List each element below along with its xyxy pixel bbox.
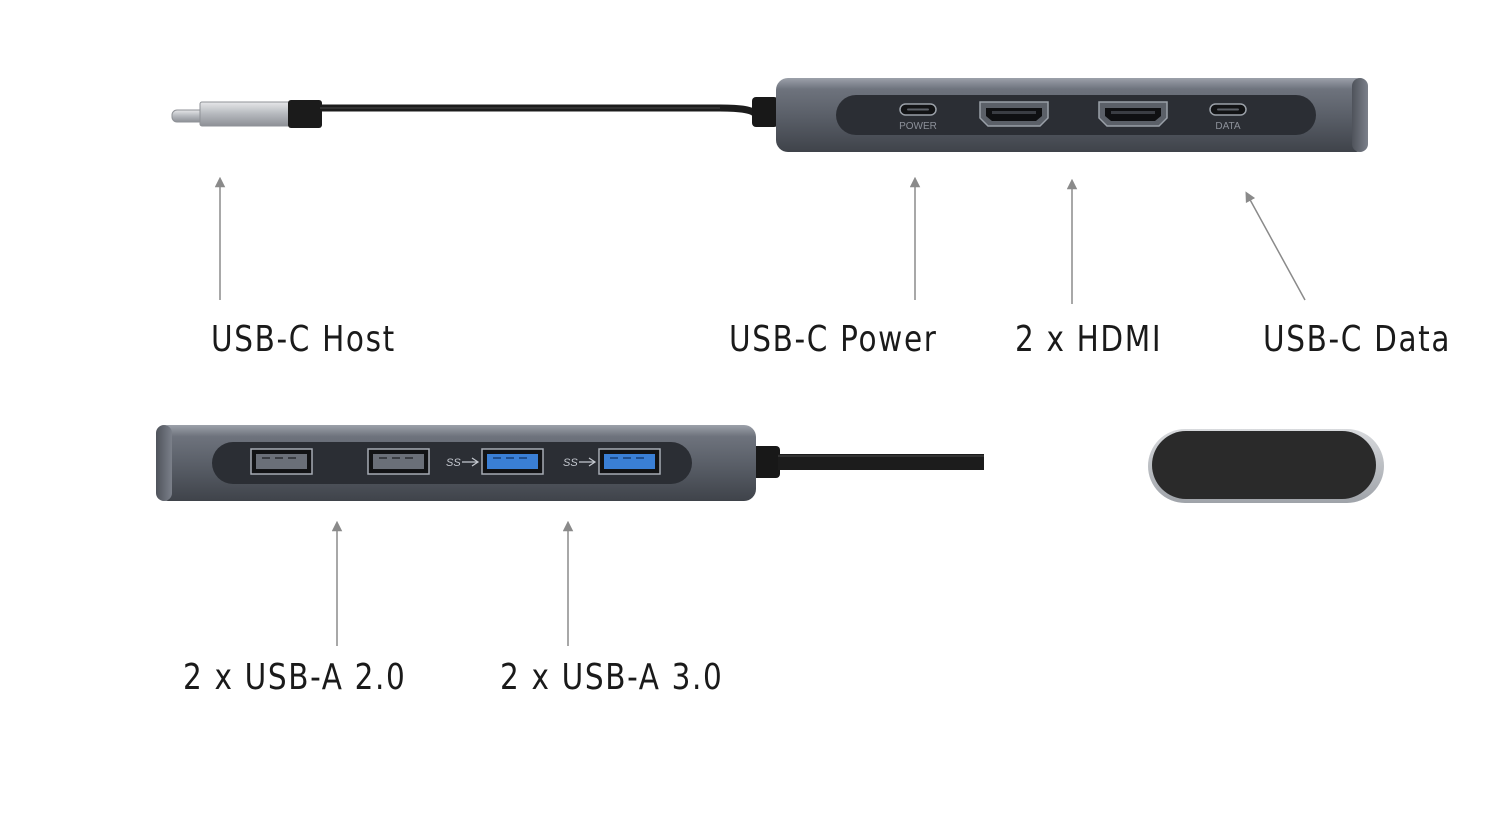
usb-a-3-port-1 bbox=[481, 448, 544, 475]
label-usb-c-power: USB-C Power bbox=[729, 319, 938, 360]
top-hub: POWER DATA bbox=[171, 78, 1368, 152]
usb-a-2-port-1 bbox=[250, 448, 313, 475]
top-strain-relief bbox=[752, 97, 778, 127]
usb-c-host-plug bbox=[171, 100, 322, 128]
hdmi-port-2 bbox=[1098, 101, 1168, 127]
arrow-usb-c-data bbox=[1245, 191, 1306, 301]
superspeed-icon-2: SS bbox=[563, 457, 597, 469]
hub-end-view bbox=[1148, 429, 1384, 503]
bottom-strain-relief bbox=[752, 446, 780, 478]
top-port-panel bbox=[836, 95, 1316, 135]
bottom-hub: SS SS bbox=[156, 425, 984, 501]
usb-c-power-port: POWER bbox=[899, 103, 937, 132]
svg-text:SS: SS bbox=[563, 457, 578, 469]
usb-a-2-port-2 bbox=[367, 448, 430, 475]
label-usb-a-2: 2 x USB-A 2.0 bbox=[183, 657, 407, 698]
svg-text:SS: SS bbox=[446, 457, 461, 469]
data-port-label: DATA bbox=[1215, 121, 1241, 132]
label-usb-c-host: USB-C Host bbox=[211, 319, 396, 360]
usb-c-data-port: DATA bbox=[1209, 103, 1247, 132]
label-usb-c-data: USB-C Data bbox=[1263, 319, 1452, 360]
bottom-port-panel bbox=[212, 442, 692, 484]
power-port-label: POWER bbox=[899, 121, 937, 132]
label-hdmi: 2 x HDMI bbox=[1015, 319, 1163, 360]
top-cable bbox=[320, 104, 759, 117]
label-usb-a-3: 2 x USB-A 3.0 bbox=[500, 657, 724, 698]
usb-a-3-port-2 bbox=[598, 448, 661, 475]
superspeed-icon-1: SS bbox=[446, 457, 480, 469]
hdmi-port-1 bbox=[979, 101, 1049, 127]
